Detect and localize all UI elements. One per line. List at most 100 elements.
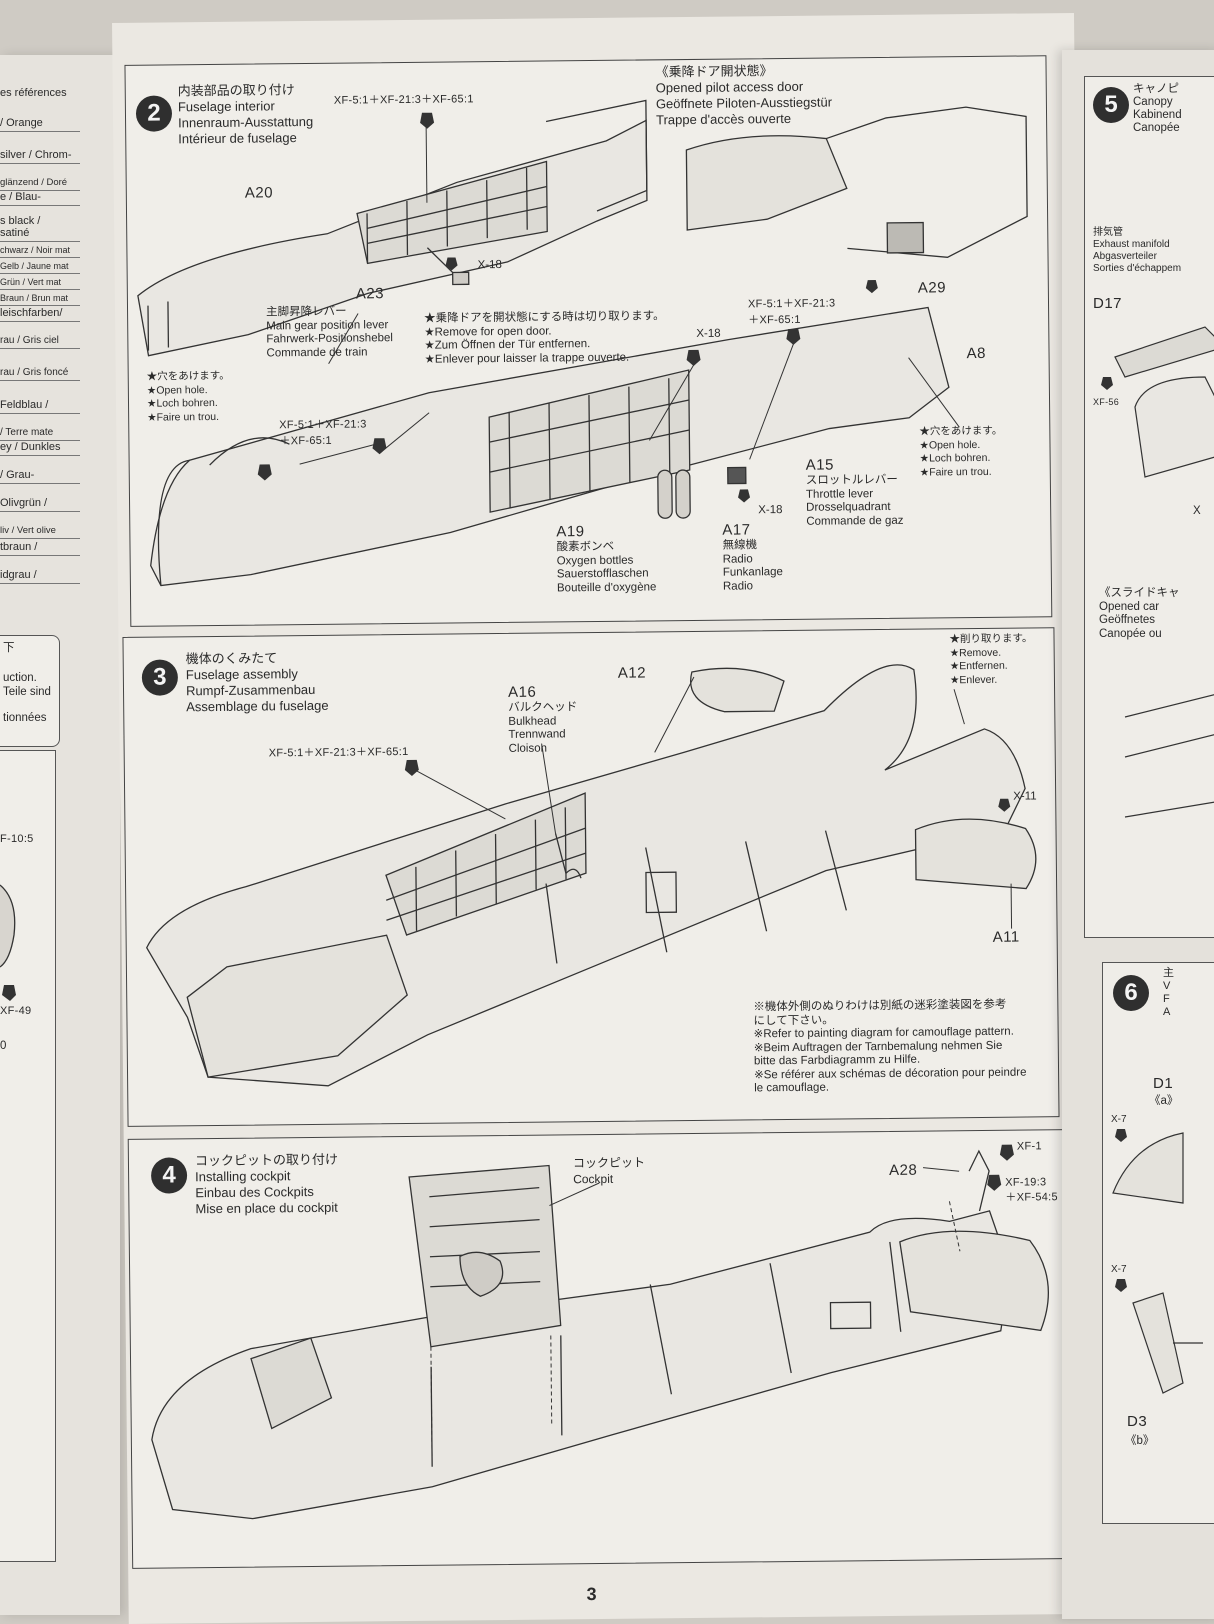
step-number-badge: 2 [136, 95, 172, 131]
paint-line: ＋XF-65:1 [748, 310, 836, 327]
note-line: ★Entfernen. [950, 659, 1033, 673]
part-label: A19 [556, 523, 584, 540]
remove-note: ★削り取ります。 ★Remove. ★Entfernen. ★Enlever. [949, 632, 1033, 687]
step-5-panel: 5 キャノピ Canopy Kabinend Canopée 排気管 Exhau… [1084, 76, 1214, 938]
step-number-badge: 3 [142, 659, 178, 695]
part-label: X-11 [1013, 790, 1037, 804]
part-label: X-18 [478, 259, 502, 273]
remove-door-note: ★乗降ドアを開状態にする時は切り取ります。 ★Remove for open d… [424, 310, 665, 367]
cockpit-label: コックピット Cockpit [573, 1155, 645, 1188]
title-en: Fuselage interior [178, 98, 313, 115]
right-page: 5 キャノピ Canopy Kabinend Canopée 排気管 Exhau… [1062, 50, 1214, 1619]
paint-code: XF-49 [0, 1005, 31, 1017]
note-line: ★Remove. [950, 646, 1033, 660]
desc-line: Commande de train [266, 346, 393, 361]
part-label: X [1193, 505, 1201, 519]
step-3-panel: 3 機体のくみたて Fuselage assembly Rumpf-Zusamm… [122, 627, 1059, 1127]
desc-line: Commande de gaz [806, 514, 903, 529]
step-title: 内装部品の取り付け Fuselage interior Innenraum-Au… [178, 82, 314, 147]
title-jp: 内装部品の取り付け [178, 82, 313, 99]
note-line: ★Open hole. [919, 438, 1002, 452]
desc-line: Sauerstofflaschen [557, 567, 657, 582]
part-label: A28 [889, 1162, 917, 1179]
desc-line: Throttle lever [806, 487, 903, 502]
paint-code: XF-5:1＋XF-21:3＋XF-65:1 [269, 743, 409, 760]
note-line: Geöffnete Piloten-Ausstiegstür [656, 95, 832, 113]
note-line: ※機体外側のぬりわけは別紙の迷彩塗装図を参考 [753, 999, 1026, 1015]
step-6-drawing [1103, 963, 1214, 1523]
step-4-panel: 4 コックピットの取り付け Installing cockpit Einbau … [128, 1129, 1074, 1569]
step-6-panel: 6 主 V F A D1 《a》 X-7 X-7 D3 《b》 [1102, 962, 1214, 1524]
desc-line: Drosselquadrant [806, 501, 903, 516]
title-de: Innenraum-Ausstattung [178, 114, 313, 131]
part-description: 酸素ボンベ Oxygen bottles Sauerstofflaschen B… [556, 540, 656, 595]
paint-marker-icon [420, 113, 434, 129]
paint-code: XF-5:1＋XF-21:3 ＋XF-65:1 [748, 294, 836, 327]
step-2-panel: 2 内装部品の取り付け Fuselage interior Innenraum-… [124, 55, 1052, 627]
desc-line: Funkanlage [723, 566, 783, 580]
desc-line: Bouteille d'oxygène [557, 581, 657, 596]
part-label: A12 [618, 664, 646, 681]
title-fr: Intérieur de fuselage [178, 130, 313, 147]
camouflage-note: ※機体外側のぬりわけは別紙の迷彩塗装図を参考 にして下さい。 ※Refer to… [753, 999, 1026, 1096]
screw-icon [1115, 1279, 1127, 1292]
desc-line: バルクヘッド [508, 701, 577, 715]
desc-line: 主脚昇降レバー [266, 305, 393, 320]
step-title: 機体のくみたて Fuselage assembly Rumpf-Zusammen… [186, 650, 329, 715]
note-line: ★乗降ドアを開状態にする時は切り取ります。 [424, 310, 665, 326]
note-line: ★削り取ります。 [949, 632, 1032, 646]
note-line: ★Enlever. [950, 673, 1033, 687]
note-line: 《スライドキャ [1099, 587, 1180, 601]
left-part-drawing [0, 55, 120, 1155]
desc-line: 無線機 [722, 539, 782, 553]
title-fr: Mise en place du cockpit [195, 1200, 338, 1217]
desc-line: Fahrwerk-Positionshebel [266, 332, 393, 347]
part-description: バルクヘッド Bulkhead Trennwand Cloison [508, 701, 578, 756]
paint-marker-icon [1000, 1145, 1014, 1161]
screw-icon [1115, 1129, 1127, 1142]
note-line: ※Beim Auftragen der Tarnbemalung nehmen … [754, 1039, 1027, 1055]
note-line: Geöffnetes [1099, 614, 1180, 628]
note-line: ★Faire un trou. [147, 410, 230, 424]
note-line: 《乗降ドア開状態》 [655, 63, 831, 81]
hole-note: ★穴をあけます。 ★Open hole. ★Loch bohren. ★Fair… [919, 425, 1003, 480]
note-line: ★Faire un trou. [920, 465, 1003, 479]
paint-line: XF-5:1＋XF-21:3 [748, 294, 836, 311]
part-label: X-18 [758, 504, 782, 518]
note-line: ★Open hole. [147, 383, 230, 397]
note-line: Opened car [1099, 601, 1180, 615]
part-label: A15 [806, 457, 834, 474]
title-en: Installing cockpit [195, 1168, 338, 1185]
step-number-badge: 4 [151, 1157, 187, 1193]
title-de: Einbau des Cockpits [195, 1184, 338, 1201]
note-line: ★Enlever pour laisser la trappe ouverte. [425, 351, 666, 367]
desc-line: 酸素ボンベ [556, 540, 656, 555]
desc-line: Radio [723, 580, 783, 594]
page-number: 3 [586, 1584, 596, 1605]
paint-code: XF-1 [1017, 1140, 1042, 1152]
desc-line: Main gear position lever [266, 319, 393, 334]
paint-line: ＋XF-54:5 [1005, 1188, 1058, 1205]
hole-note: ★穴をあけます。 ★Open hole. ★Loch bohren. ★Fair… [147, 370, 231, 425]
part-label: A11 [993, 929, 1020, 946]
title-fr: Assemblage du fuselage [186, 698, 329, 715]
part-description: 主脚昇降レバー Main gear position lever Fahrwer… [266, 305, 393, 360]
part-label: A8 [966, 345, 986, 362]
note-line: ※Se référer aux schémas de décoration po… [754, 1066, 1027, 1082]
note-line: Opened pilot access door [656, 79, 832, 97]
desc-line: Radio [723, 553, 783, 567]
label-en: Cockpit [573, 1171, 645, 1188]
step-title: コックピットの取り付け Installing cockpit Einbau de… [195, 1152, 339, 1217]
note-line: ★穴をあけます。 [147, 370, 230, 384]
paint-line: XF-19:3 [1005, 1176, 1058, 1189]
part-label: D3 [1127, 1413, 1147, 1430]
door-note: 《乗降ドア開状態》 Opened pilot access door Geöff… [655, 63, 832, 129]
left-page: es références / Orange silver / Chrom- g… [0, 55, 120, 1615]
title-jp: コックピットの取り付け [195, 1152, 338, 1169]
part-label: A29 [918, 279, 946, 296]
paint-line: ＋XF-65:1 [279, 431, 367, 448]
desc-line: スロットルレバー [806, 474, 903, 489]
title-de: Rumpf-Zusammenbau [186, 682, 329, 699]
note-line: Canopée ou [1099, 628, 1180, 642]
instruction-page: 2 内装部品の取り付け Fuselage interior Innenraum-… [112, 13, 1091, 1624]
